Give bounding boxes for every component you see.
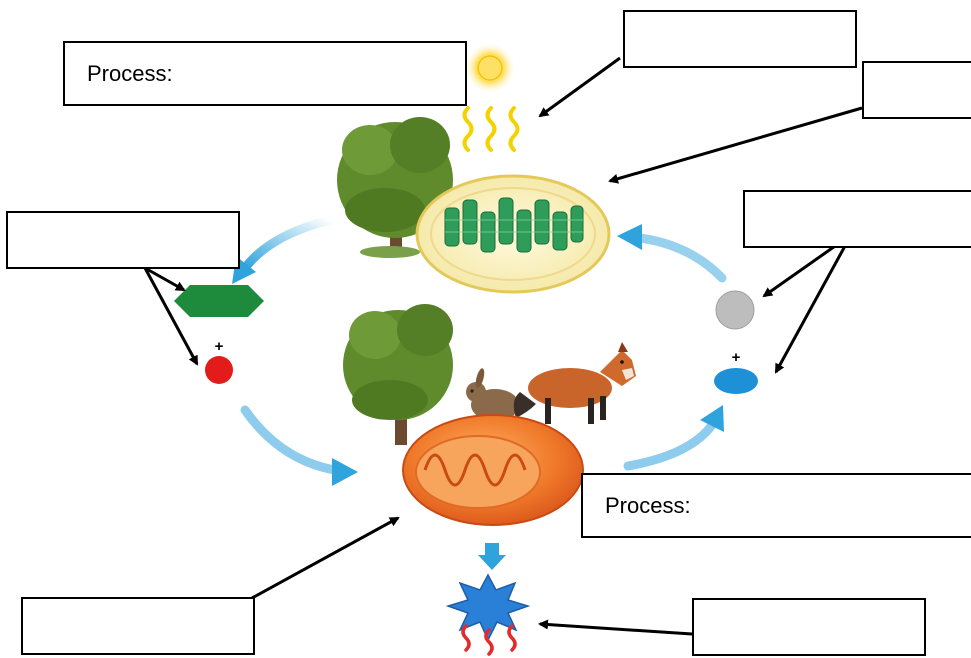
light-rays-icon — [462, 106, 520, 152]
process-box-bottom[interactable]: Process: — [581, 473, 971, 538]
blank-box-left[interactable] — [6, 211, 240, 269]
blank-box-top-right[interactable] — [623, 10, 857, 68]
blank-box-bottom-left[interactable] — [21, 597, 255, 655]
process-label-top: Process: — [87, 60, 173, 86]
process-label-bottom: Process: — [605, 492, 691, 518]
blue-ion-icon — [714, 368, 758, 394]
cycle-arrow-top-left — [232, 215, 335, 284]
red-ion-charge: + — [215, 338, 224, 355]
chloroplast-icon — [415, 174, 611, 294]
cycle-arrow-bottom-right — [623, 405, 724, 471]
red-ion-icon — [205, 356, 233, 384]
rabbit-icon — [466, 368, 519, 421]
blank-box-bottom-right[interactable] — [692, 598, 926, 656]
blank-box-right-edge-top[interactable] — [862, 61, 971, 119]
glucose-hexagon-icon — [174, 285, 264, 317]
process-box-top[interactable]: Process: — [63, 41, 467, 106]
tree-icon — [343, 304, 453, 445]
blank-box-right-mid[interactable] — [743, 190, 971, 248]
heat-waves-icon — [461, 624, 517, 656]
cycle-arrow-bottom-left — [240, 405, 358, 486]
cycle-arrow-top-right — [617, 224, 727, 283]
sun-icon — [464, 42, 516, 94]
tree-icon — [337, 117, 453, 258]
mitochondrion-icon — [402, 414, 584, 526]
pointer-arrows — [143, 56, 863, 636]
down-arrow-icon — [478, 543, 506, 570]
blue-ion-charge: + — [732, 349, 741, 366]
gray-molecule-icon — [715, 290, 755, 330]
fox-icon — [513, 342, 636, 424]
